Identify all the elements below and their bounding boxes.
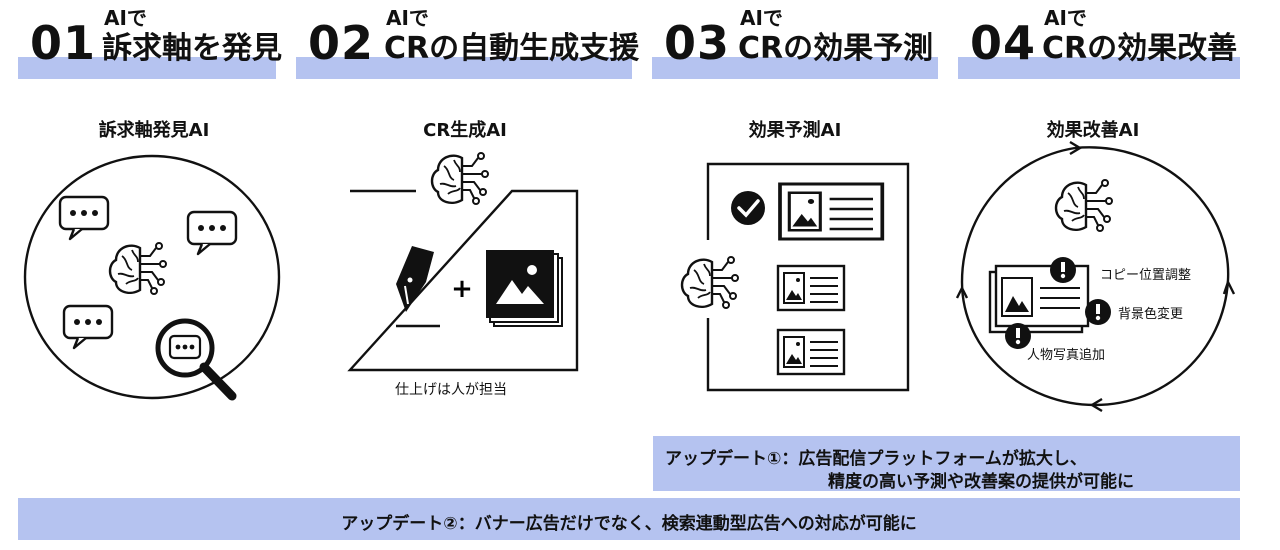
image-icon bbox=[486, 250, 563, 327]
step-03-subtitle: AIで bbox=[740, 6, 783, 30]
step-04-number: 04 bbox=[970, 16, 1037, 70]
step-01-number: 01 bbox=[30, 16, 97, 70]
step-02-subtitle: AIで bbox=[386, 6, 429, 30]
improve-note-background-color: 背景色変更 bbox=[1118, 307, 1184, 322]
creative-card-icon bbox=[776, 328, 846, 376]
step-04-subtitle: AIで bbox=[1044, 6, 1087, 30]
step-01-subtitle: AIで bbox=[104, 6, 147, 30]
brain-circuit-icon bbox=[1054, 178, 1114, 233]
step-02-title: CRの自動生成支援 bbox=[384, 31, 640, 66]
step-03-underline bbox=[652, 57, 938, 79]
update-1-banner: アップデート①：広告配信プラットフォームが拡大し、 精度の高い予測や改善案の提供… bbox=[653, 436, 1240, 492]
alert-icon bbox=[1005, 323, 1031, 349]
improve-note-add-person-photo: 人物写真追加 bbox=[1027, 348, 1106, 363]
predict-illustration bbox=[680, 162, 910, 392]
update-1-line-2: 精度の高い予測や改善案の提供が可能に bbox=[828, 472, 1134, 492]
step-04-underline bbox=[958, 57, 1240, 79]
step-04-header: 04 AIで CRの効果改善 bbox=[958, 0, 1240, 82]
chat-bubble-icon bbox=[58, 195, 110, 241]
alert-icon bbox=[1050, 257, 1076, 283]
brain-circuit-icon bbox=[108, 241, 168, 296]
step-01-title: 訴求軸を発見 bbox=[102, 31, 282, 66]
step-01-header: 01 AIで 訴求軸を発見 bbox=[18, 0, 282, 82]
generate-illustration: + bbox=[347, 151, 579, 372]
step-04-title: CRの効果改善 bbox=[1042, 31, 1238, 66]
discover-ai-label: 訴求軸発見AI bbox=[98, 120, 210, 141]
generate-ai-label: CR生成AI bbox=[423, 120, 507, 141]
brain-circuit-icon bbox=[680, 255, 740, 310]
improve-illustration bbox=[955, 140, 1236, 413]
step-03-title: CRの効果予測 bbox=[738, 31, 934, 66]
chat-bubble-icon bbox=[186, 210, 238, 256]
alert-icon bbox=[1085, 299, 1111, 325]
improve-note-copy-position: コピー位置調整 bbox=[1100, 268, 1192, 283]
fountain-pen-icon bbox=[396, 246, 440, 328]
step-02-underline bbox=[296, 57, 632, 79]
discover-illustration bbox=[23, 154, 281, 401]
update-1-line-1: アップデート①：広告配信プラットフォームが拡大し、 bbox=[665, 449, 1087, 469]
generate-caption: 仕上げは人が担当 bbox=[395, 382, 507, 398]
step-03-number: 03 bbox=[664, 16, 731, 70]
chat-bubble-icon bbox=[62, 304, 114, 350]
step-03-header: 03 AIで CRの効果予測 bbox=[652, 0, 938, 82]
update-2-text: アップデート②：バナー広告だけでなく、検索連動型広告への対応が可能に bbox=[341, 514, 917, 534]
improve-ai-label: 効果改善AI bbox=[1046, 120, 1140, 141]
step-01-underline bbox=[18, 57, 276, 79]
predict-ai-label: 効果予測AI bbox=[748, 120, 842, 141]
step-02-header: 02 AIで CRの自動生成支援 bbox=[296, 0, 639, 82]
creative-card-icon bbox=[778, 182, 885, 241]
update-2-banner: アップデート②：バナー広告だけでなく、検索連動型広告への対応が可能に bbox=[18, 498, 1240, 540]
step-02-number: 02 bbox=[308, 16, 375, 70]
plus-icon: + bbox=[451, 274, 473, 304]
brain-circuit-icon bbox=[430, 151, 490, 206]
creative-card-icon bbox=[776, 264, 846, 312]
check-circle-icon bbox=[731, 191, 765, 225]
